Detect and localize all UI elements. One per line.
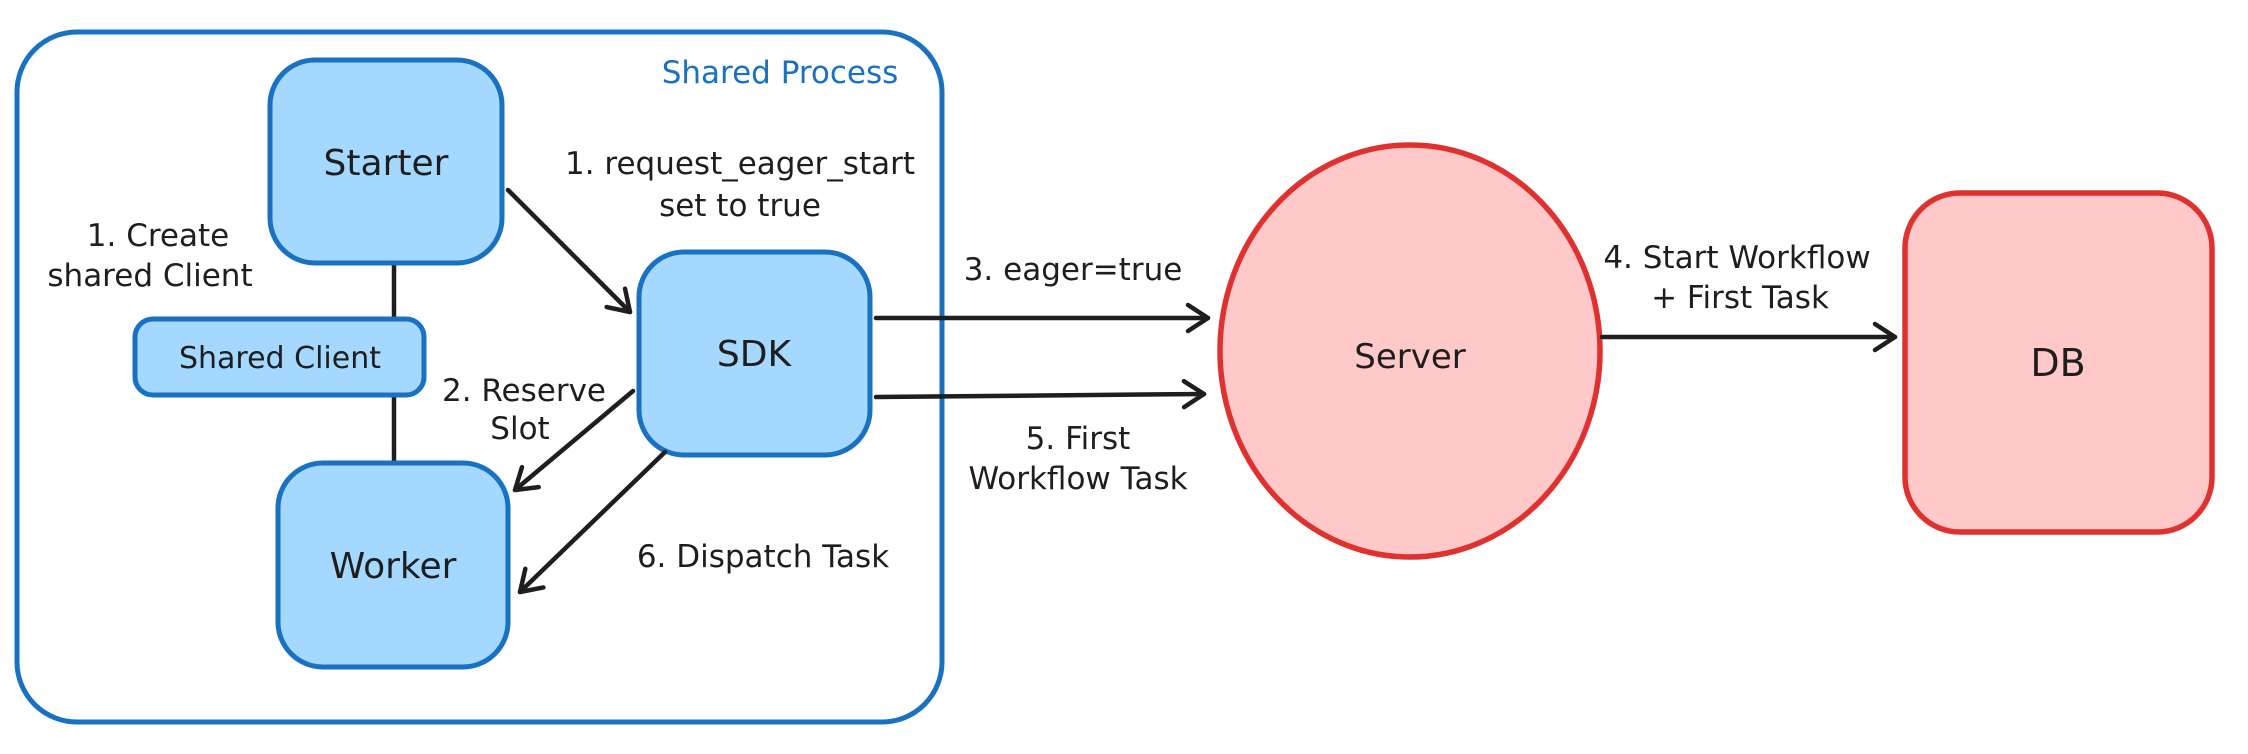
db-node <box>1902 190 2215 535</box>
sdk-reserve-slot-arrow <box>512 388 636 493</box>
starter-to-sdk-arrow <box>505 187 633 315</box>
shared-process-container <box>14 29 945 725</box>
annotation-reserve-slot-line2: Slot <box>490 411 549 447</box>
worker-node <box>275 460 511 670</box>
annotation-start-workflow-line1: 4. Start Workflow <box>1603 240 1870 276</box>
annotation-first-workflow-task-line2: Workflow Task <box>968 461 1187 497</box>
annotation-create-shared-client-line2: shared Client <box>47 258 252 294</box>
server-node <box>1217 142 1603 560</box>
annotation-request-eager-start-line2: set to true <box>659 188 821 224</box>
starter-node <box>267 57 505 266</box>
annotation-eager-true: 3. eager=true <box>964 252 1183 288</box>
annotation-start-workflow-line2: + First Task <box>1651 280 1829 316</box>
shared-client-node <box>132 316 427 398</box>
sdk-to-server-first-task-arrow <box>873 378 1207 410</box>
worker-node-label: Worker <box>330 546 457 587</box>
shared-client-node-label: Shared Client <box>179 341 381 376</box>
sdk-node <box>636 249 873 458</box>
sdk-dispatch-task-arrow <box>517 449 668 595</box>
annotation-first-workflow-task-line1: 5. First <box>1026 421 1131 457</box>
annotation-request-eager-start-line1: 1. request_eager_start <box>565 146 915 182</box>
server-node-label: Server <box>1354 337 1466 377</box>
annotation-create-shared-client-line1: 1. Create <box>87 218 229 254</box>
shared-process-label: Shared Process <box>662 55 899 91</box>
annotation-dispatch-task: 6. Dispatch Task <box>637 539 889 575</box>
db-node-label: DB <box>2030 341 2085 385</box>
annotation-reserve-slot-line1: 2. Reserve <box>442 373 606 409</box>
starter-node-label: Starter <box>324 143 449 184</box>
sdk-node-label: SDK <box>717 334 793 375</box>
